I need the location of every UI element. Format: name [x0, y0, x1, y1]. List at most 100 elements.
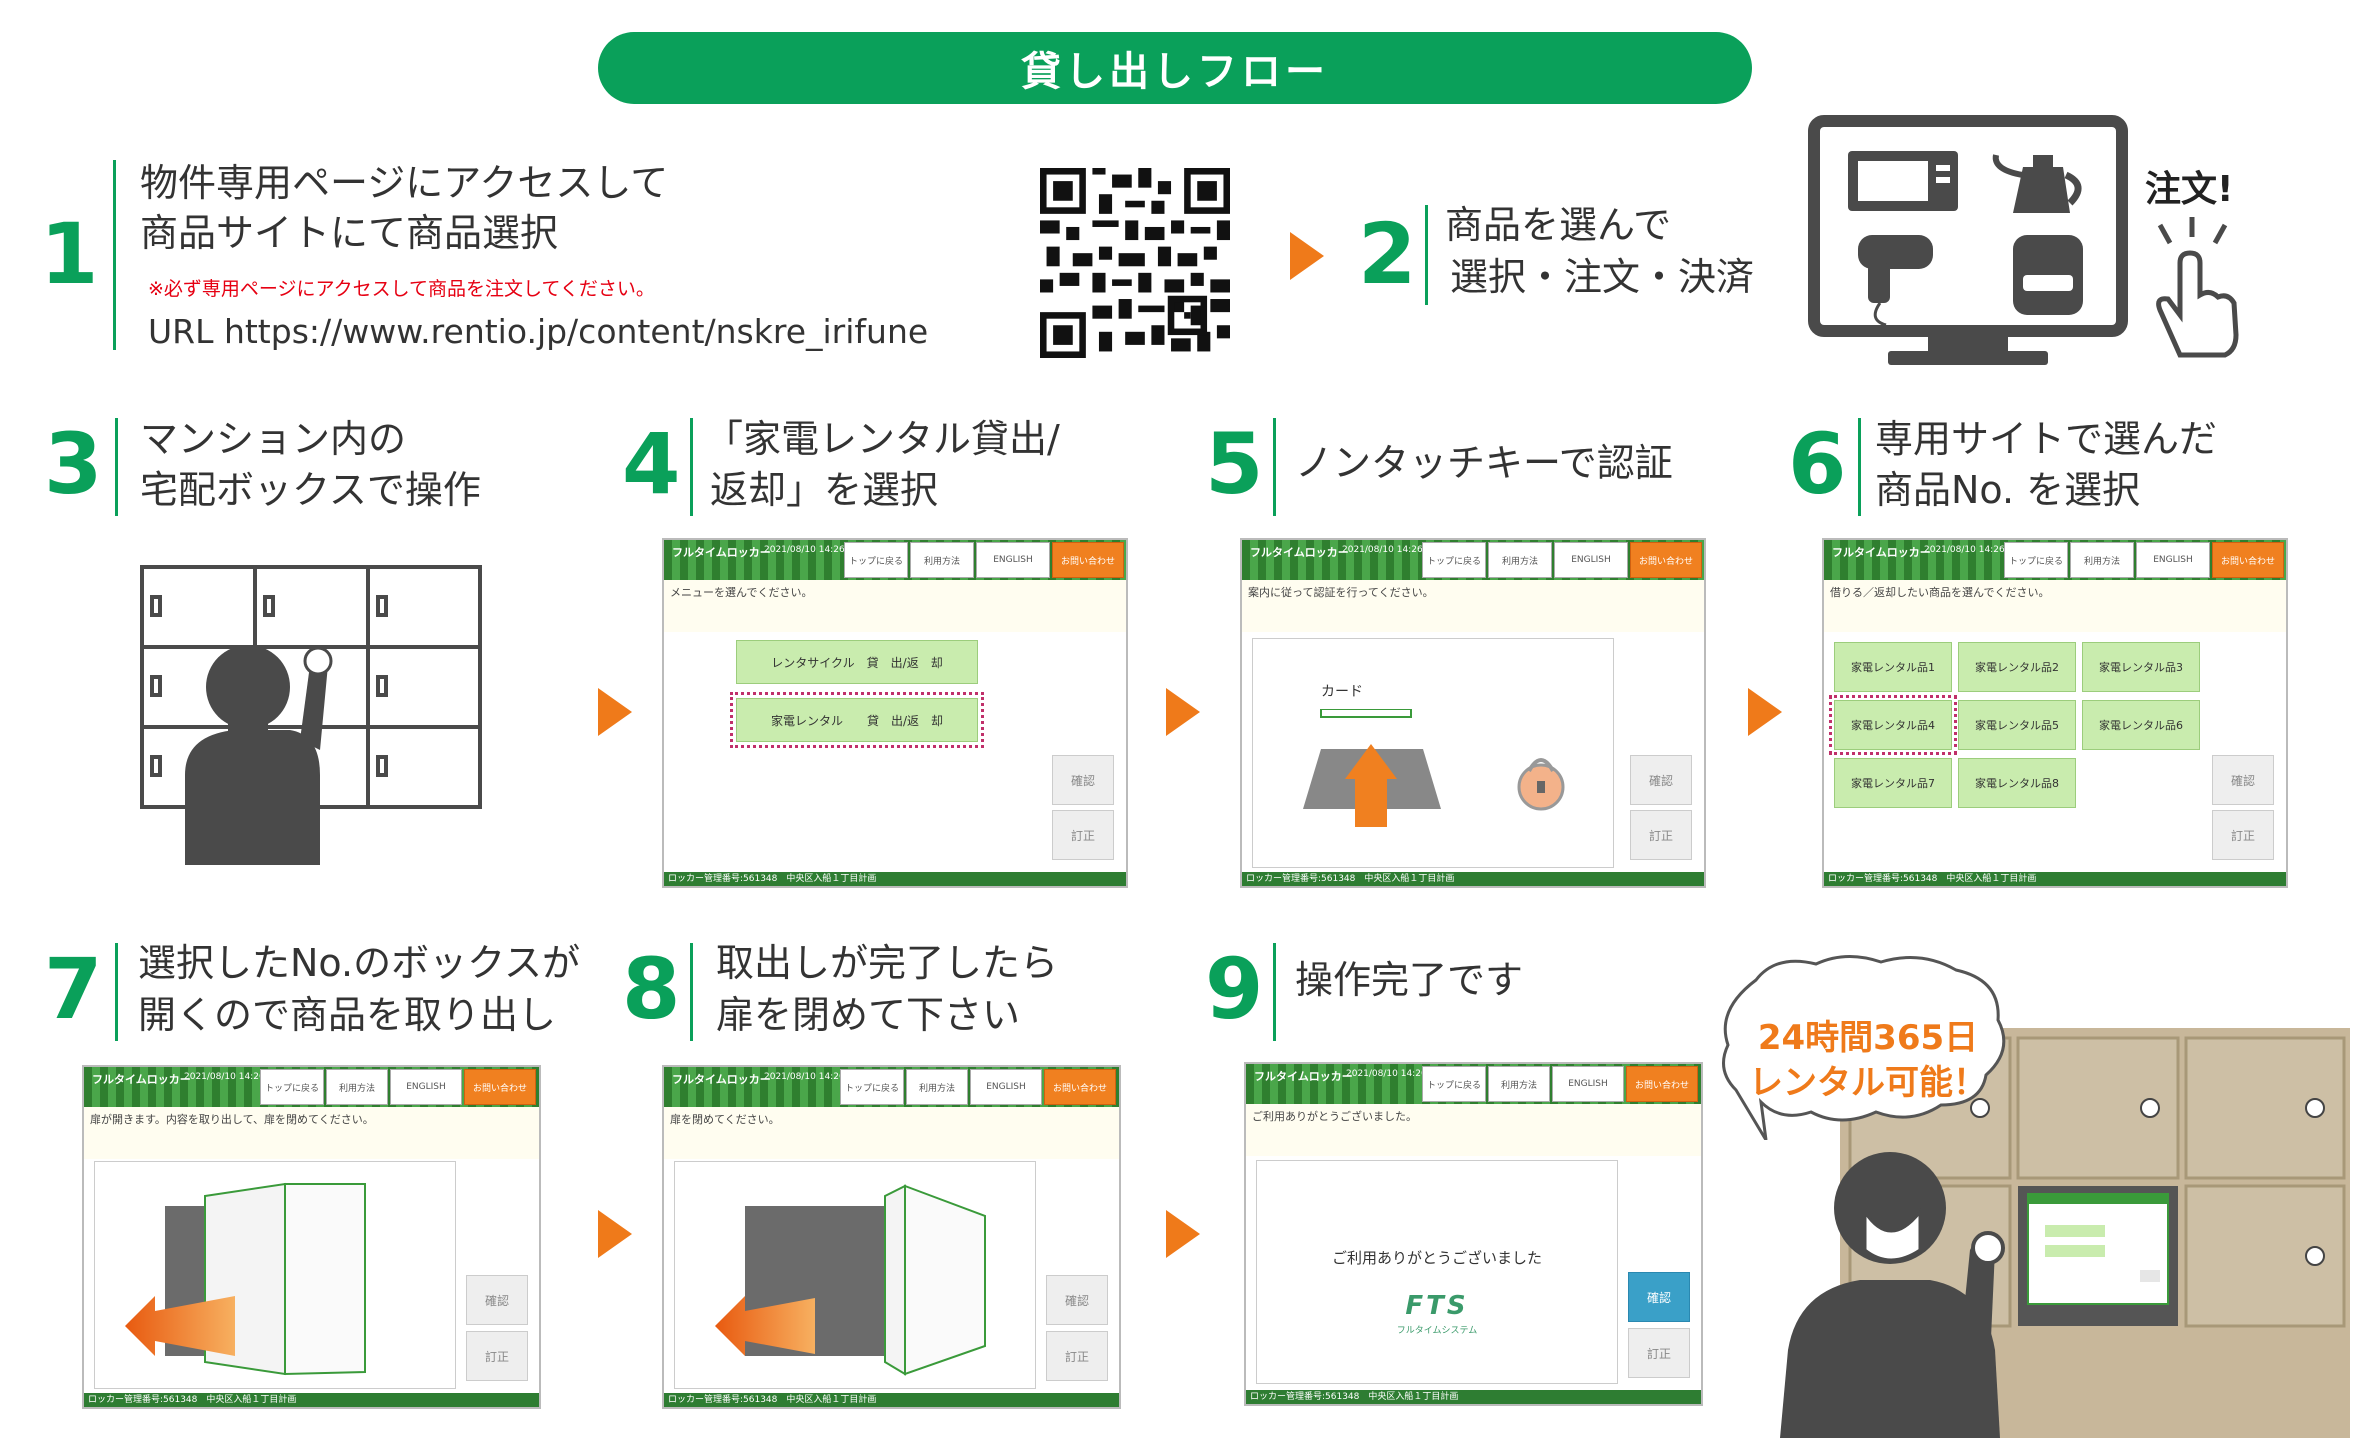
- kiosk-message: ご利用ありがとうございました。: [1246, 1104, 1701, 1156]
- usage-button[interactable]: 利用方法: [2070, 542, 2134, 578]
- english-button[interactable]: ENGLISH: [970, 1069, 1042, 1105]
- kiosk-brand: フルタイムロッカー: [1254, 1070, 1353, 1083]
- step-2-divider: [1425, 205, 1428, 305]
- kiosk-footer: ロッカー管理番号:561348 中央区入船１丁目計画: [1242, 872, 1704, 886]
- contact-button[interactable]: お問い合わせ: [1626, 1066, 1698, 1102]
- english-button[interactable]: ENGLISH: [2136, 542, 2210, 578]
- rental-item-1-button[interactable]: 家電レンタル品1: [1834, 642, 1952, 692]
- usage-button[interactable]: 利用方法: [910, 542, 974, 578]
- qr-code-icon[interactable]: [1040, 168, 1230, 358]
- card-reader-icon: [1303, 709, 1565, 827]
- rental-item-8-button[interactable]: 家電レンタル品8: [1958, 758, 2076, 808]
- top-button[interactable]: トップに戻る: [844, 542, 908, 578]
- kiosk-message: 扉を閉めてください。: [664, 1107, 1119, 1159]
- step-3-divider: [115, 418, 118, 516]
- kiosk-footer: ロッカー管理番号:561348 中央区入船１丁目計画: [664, 1393, 1119, 1407]
- step-3-line1: マンション内の: [140, 417, 407, 461]
- step-9-line1: 操作完了です: [1295, 958, 1524, 1002]
- kiosk-message: 案内に従って認証を行ってください。: [1242, 580, 1704, 632]
- flow-arrow-icon: [1748, 688, 1782, 736]
- step-8-number: 8: [622, 940, 681, 1038]
- kiosk-message: 借りる／返却したい商品を選んでください。: [1824, 580, 2286, 632]
- kiosk-date: 2021/08/10 14:26: [1342, 545, 1423, 555]
- rental-item-6-button[interactable]: 家電レンタル品6: [2082, 700, 2200, 750]
- usage-button[interactable]: 利用方法: [1488, 542, 1552, 578]
- kiosk-brand: フルタイムロッカー: [1250, 546, 1349, 559]
- bubble-line2: レンタル可能！: [1749, 1063, 1987, 1103]
- order-exclaim: 注文!: [2145, 169, 2234, 210]
- flow-arrow-icon: [598, 688, 632, 736]
- confirm-button[interactable]: 確認: [1046, 1275, 1108, 1325]
- top-button[interactable]: トップに戻る: [840, 1069, 904, 1105]
- step-4-divider: [690, 418, 693, 516]
- door-close-arrow-icon: [715, 1184, 986, 1376]
- correct-button[interactable]: 訂正: [1628, 1328, 1690, 1378]
- rental-item-4-button[interactable]: 家電レンタル品4: [1829, 695, 1957, 755]
- step-8-line1: 取出しが完了したら: [716, 941, 1059, 985]
- step-9-divider: [1273, 943, 1276, 1041]
- pointing-hand-icon: [2156, 217, 2239, 358]
- flow-arrow-icon: [1166, 1210, 1200, 1258]
- confirm-button[interactable]: 確認: [1628, 1272, 1690, 1322]
- contact-button[interactable]: お問い合わせ: [1630, 542, 1702, 578]
- correct-button[interactable]: 訂正: [1052, 810, 1114, 860]
- english-button[interactable]: ENGLISH: [390, 1069, 462, 1105]
- rental-cycle-button[interactable]: レンタサイクル 貸 出/返 却: [736, 640, 978, 684]
- step-6-number: 6: [1788, 415, 1847, 513]
- confirm-button[interactable]: 確認: [1630, 755, 1692, 805]
- top-button[interactable]: トップに戻る: [260, 1069, 324, 1105]
- confirm-button[interactable]: 確認: [466, 1275, 528, 1325]
- speech-bubble-icon: [1722, 954, 2006, 1140]
- kiosk-screen-menu: フルタイムロッカー 2021/08/10 14:26 トップに戻る 利用方法 E…: [662, 538, 1128, 888]
- kiosk-screen-close: フルタイムロッカー 2021/08/10 14:26 トップに戻る 利用方法 E…: [662, 1065, 1121, 1409]
- usage-button[interactable]: 利用方法: [1488, 1066, 1550, 1102]
- top-button[interactable]: トップに戻る: [1422, 542, 1486, 578]
- step-4-number: 4: [622, 415, 681, 513]
- contact-button[interactable]: お問い合わせ: [1052, 542, 1124, 578]
- usage-button[interactable]: 利用方法: [326, 1069, 388, 1105]
- kiosk-screen-open: フルタイムロッカー 2021/08/10 14:26 トップに戻る 利用方法 E…: [82, 1065, 541, 1409]
- rental-item-5-button[interactable]: 家電レンタル品5: [1958, 700, 2076, 750]
- contact-button[interactable]: お問い合わせ: [2212, 542, 2284, 578]
- monitor-with-appliances-icon: [1808, 115, 2128, 365]
- kiosk-message: 扉が開きます。内容を取り出して、扉を閉めてください。: [84, 1107, 539, 1159]
- kiosk-brand: フルタイムロッカー: [1832, 546, 1931, 559]
- correct-button[interactable]: 訂正: [466, 1331, 528, 1381]
- correct-button[interactable]: 訂正: [1046, 1331, 1108, 1381]
- step-2-number: 2: [1358, 205, 1417, 303]
- confirm-button[interactable]: 確認: [1052, 755, 1114, 805]
- kiosk-screen-items: フルタイムロッカー 2021/08/10 14:26 トップに戻る 利用方法 E…: [1822, 538, 2288, 888]
- top-button[interactable]: トップに戻る: [2004, 542, 2068, 578]
- english-button[interactable]: ENGLISH: [1552, 1066, 1624, 1102]
- step-7-line1: 選択したNo.のボックスが: [138, 941, 580, 985]
- confirm-button[interactable]: 確認: [2212, 755, 2274, 805]
- step-6-line1: 専用サイトで選んだ: [1875, 417, 2218, 461]
- contact-button[interactable]: お問い合わせ: [1044, 1069, 1116, 1105]
- step-3-number: 3: [44, 415, 103, 513]
- contact-button[interactable]: お問い合わせ: [464, 1069, 536, 1105]
- english-button[interactable]: ENGLISH: [1554, 542, 1628, 578]
- step-1-note: ※必ず専用ページにアクセスして商品を注文してください。: [148, 278, 655, 300]
- usage-button[interactable]: 利用方法: [906, 1069, 968, 1105]
- kiosk-footer: ロッカー管理番号:561348 中央区入船１丁目計画: [84, 1393, 539, 1407]
- rental-item-7-button[interactable]: 家電レンタル品7: [1834, 758, 1952, 808]
- step-6-divider: [1858, 418, 1861, 516]
- step-2-line2: 選択・注文・決済: [1450, 255, 1755, 299]
- appliance-rental-button[interactable]: 家電レンタル 貸 出/返 却: [730, 692, 984, 748]
- top-button[interactable]: トップに戻る: [1422, 1066, 1486, 1102]
- step-6-line2: 商品No. を選択: [1875, 468, 2141, 512]
- kiosk-header: フルタイムロッカー 2021/08/10 14:26 トップに戻る 利用方法 E…: [1246, 1064, 1701, 1104]
- english-button[interactable]: ENGLISH: [976, 542, 1050, 578]
- rental-item-3-button[interactable]: 家電レンタル品3: [2082, 642, 2200, 692]
- step-1-url[interactable]: URL https://www.rentio.jp/content/nskre_…: [148, 312, 929, 351]
- kiosk-date: 2021/08/10 14:26: [1924, 545, 2005, 555]
- step-1-divider: [113, 160, 116, 350]
- step-7-divider: [115, 943, 118, 1041]
- rental-item-2-button[interactable]: 家電レンタル品2: [1958, 642, 2076, 692]
- correct-button[interactable]: 訂正: [2212, 810, 2274, 860]
- flow-arrow-icon: [598, 1210, 632, 1258]
- step-7-line2: 開くので商品を取り出し: [138, 993, 557, 1037]
- kiosk-header: フルタイムロッカー 2021/08/10 14:26 トップに戻る 利用方法 E…: [1824, 540, 2286, 580]
- correct-button[interactable]: 訂正: [1630, 810, 1692, 860]
- auth-panel: カード: [1252, 638, 1614, 868]
